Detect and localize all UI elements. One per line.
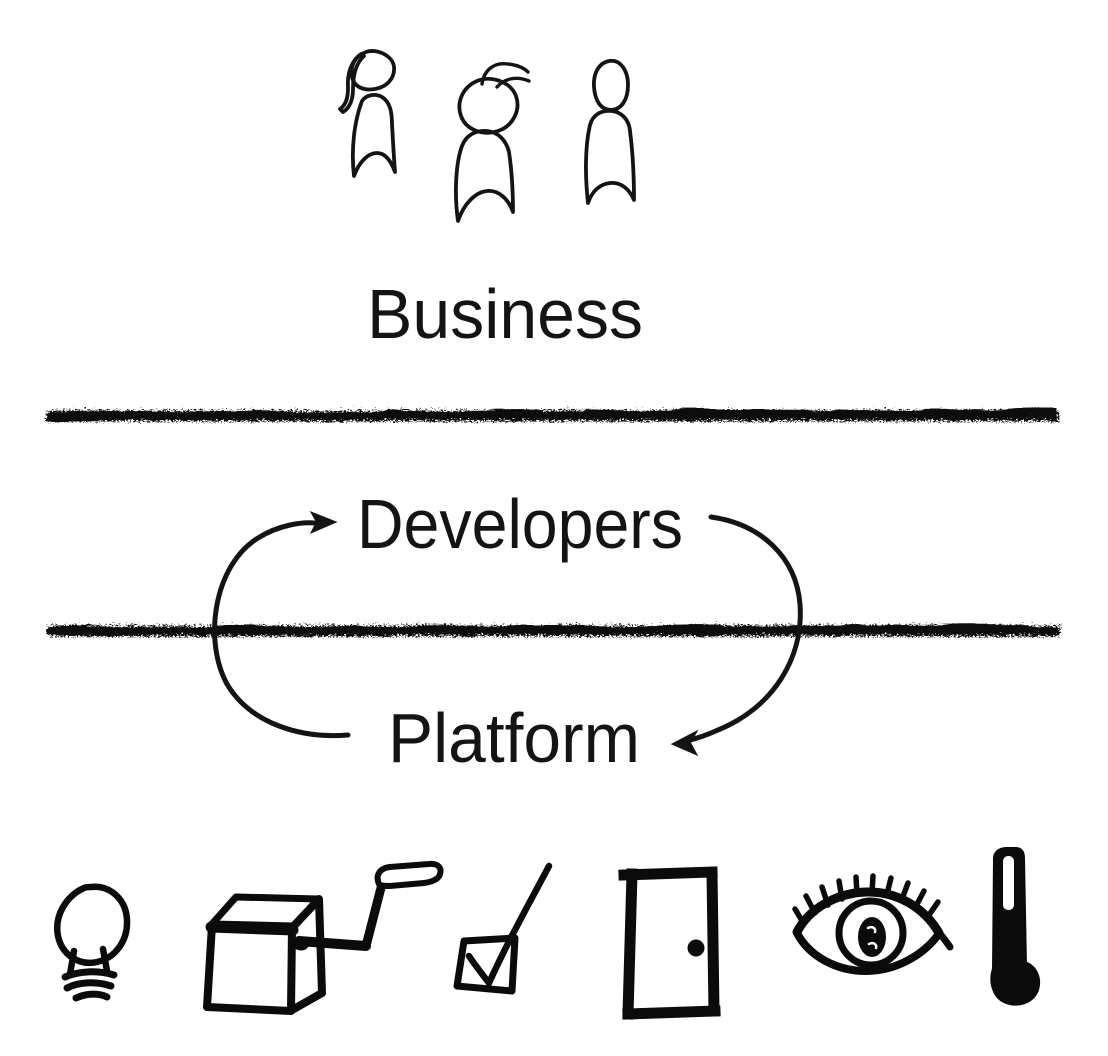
crank-box-icon bbox=[203, 860, 444, 1015]
arrowhead-left-icon bbox=[670, 729, 699, 757]
person-bun-icon bbox=[454, 62, 531, 223]
people-group bbox=[338, 49, 636, 223]
checkbox-icon bbox=[453, 862, 553, 995]
eyelashes bbox=[792, 873, 941, 927]
thermometer-icon bbox=[990, 847, 1041, 1006]
platform-label: Platform bbox=[388, 699, 640, 777]
arrow-developers-to-platform bbox=[670, 514, 803, 757]
divider-line-bottom bbox=[46, 624, 1058, 635]
thermometer-tube-highlight bbox=[1003, 856, 1014, 910]
icon-row bbox=[53, 847, 1041, 1020]
eye-icon bbox=[792, 873, 954, 975]
thermometer-bulb bbox=[990, 958, 1041, 1006]
pupil-icon bbox=[858, 917, 886, 957]
cycle-arrows-group bbox=[212, 511, 803, 757]
business-label: Business bbox=[367, 275, 643, 353]
doorknob-icon bbox=[687, 939, 705, 957]
developers-label: Developers bbox=[357, 485, 683, 563]
arrow-platform-to-developers bbox=[212, 511, 351, 739]
person-ponytail-icon bbox=[338, 49, 397, 178]
arrowhead-right-icon bbox=[309, 511, 338, 535]
lightbulb-icon bbox=[53, 883, 131, 1002]
divider-line-top bbox=[46, 409, 1057, 420]
door-icon bbox=[618, 866, 721, 1020]
person-plain-icon bbox=[584, 58, 636, 205]
